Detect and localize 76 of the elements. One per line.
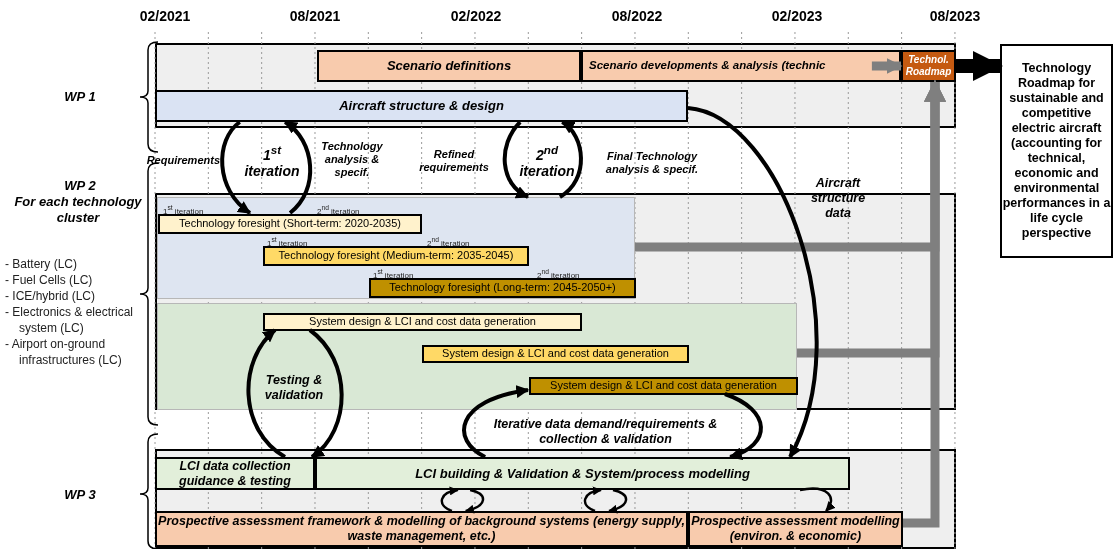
- curved-arrow: [220, 120, 252, 215]
- bar-label: Prospective assessment framework & modelling of background systems (energy supply, waste management, etc.): [157, 514, 686, 544]
- edge-label: Final Technology analysis & specif.: [604, 150, 700, 177]
- bar-label: Technology foresight (Short-term: 2020-2035): [179, 217, 401, 231]
- iteration-note: 1$^{st}$ iteration: [163, 204, 204, 217]
- bar-label: Technol. Roadmap: [904, 54, 953, 78]
- lane-title: WP 2: [63, 178, 97, 194]
- list-item: - Battery (LC): [5, 256, 78, 272]
- list-item: - ICE/hybrid (LC): [5, 288, 97, 304]
- curved-arrow: [558, 120, 583, 199]
- task-bar: [155, 457, 315, 490]
- date-label: 02/2021: [138, 8, 192, 25]
- bar-label: LCI building & Validation & System/process modelling: [415, 465, 750, 482]
- task-bar: [315, 457, 850, 490]
- bar-label: Scenario developments & analysis (technic: [589, 59, 826, 73]
- curved-arrow: [462, 385, 530, 459]
- list-item: - Fuel Cells (LC): [5, 272, 94, 288]
- bar-label: System design & LCI and cost data generation: [442, 347, 669, 361]
- curved-arrow: [283, 120, 313, 215]
- curved-arrow: [464, 488, 485, 514]
- foresight-panel: [157, 197, 635, 299]
- edge-label: Refined requirements: [418, 148, 490, 175]
- list-item: - Airport on-ground infrastructures (LC): [5, 336, 123, 368]
- bar-label: Technology foresight (Medium-term: 2035-2045): [278, 249, 514, 263]
- bar-label: System design & LCI and cost data generation: [309, 315, 536, 329]
- task-bar: [369, 278, 636, 298]
- task-bar: [422, 345, 689, 363]
- date-label: 08/2022: [610, 8, 664, 25]
- result-box: [1000, 44, 1113, 258]
- curved-arrow: [440, 486, 459, 513]
- bar-label: Prospective assessment modelling (environ. & economic): [690, 514, 901, 544]
- curved-arrow: [724, 392, 763, 460]
- curved-arrow: [502, 120, 530, 199]
- edge-label: Requirements: [145, 154, 220, 168]
- edge-label: Technology analysis & specif.: [320, 140, 384, 180]
- bar-label: Technology Roadmap for sustainable and competitive electric aircraft (accounting for technical, economic and environmental performances in a life cycle perspective: [1002, 61, 1111, 241]
- lane-title: WP 3: [63, 487, 97, 503]
- curved-arrow: [608, 488, 628, 514]
- iteration-note: 2$^{nd}$ iteration: [537, 268, 580, 281]
- design-panel: [157, 303, 797, 410]
- task-bar: [263, 313, 582, 331]
- date-label: 08/2023: [928, 8, 982, 25]
- task-bar: [581, 50, 901, 82]
- bar-label: Aircraft structure & design: [339, 98, 504, 114]
- loop-label: 1$^{st}$ iteration: [243, 143, 301, 181]
- date-label: 02/2023: [770, 8, 824, 25]
- edge-label: Aircraft structure data: [809, 176, 867, 221]
- lane-subtitle: For each technology cluster: [13, 194, 143, 226]
- date-label: 08/2021: [288, 8, 342, 25]
- bar-label: Scenario definitions: [386, 58, 512, 74]
- flow-arrow: [871, 58, 903, 74]
- loop-label: Iterative data demand/requirements & collection & validation: [492, 417, 719, 447]
- bar-label: Technology foresight (Long-term: 2045-2050+): [389, 281, 616, 295]
- list-item: - Electronics & electrical system (LC): [5, 304, 135, 336]
- curved-arrow: [308, 328, 344, 459]
- curved-arrow: [687, 106, 819, 459]
- task-bar: [263, 246, 529, 266]
- task-bar: [317, 50, 581, 82]
- date-label: 02/2022: [449, 8, 503, 25]
- task-bar: [529, 377, 798, 395]
- loop-label: Testing & validation: [263, 373, 325, 403]
- iteration-note: 1$^{st}$ iteration: [373, 268, 414, 281]
- lane-title: WP 1: [63, 89, 97, 105]
- loop-label: 2$^{nd}$ iteration: [518, 143, 576, 181]
- iteration-note: 1$^{st}$ iteration: [267, 236, 308, 249]
- curved-arrow: [583, 486, 602, 513]
- task-bar: [155, 90, 688, 122]
- flow-arrow: [956, 51, 1003, 81]
- flow-arrow: [903, 79, 946, 528]
- curved-arrow: [246, 328, 287, 459]
- bar-label: System design & LCI and cost data generation: [550, 379, 777, 393]
- task-bar: [158, 214, 422, 234]
- iteration-note: 2$^{nd}$ iteration: [427, 236, 470, 249]
- curved-arrow: [799, 487, 836, 512]
- bar-label: LCI data collection guidance & testing: [178, 458, 292, 489]
- iteration-note: 2$^{nd}$ iteration: [317, 204, 360, 217]
